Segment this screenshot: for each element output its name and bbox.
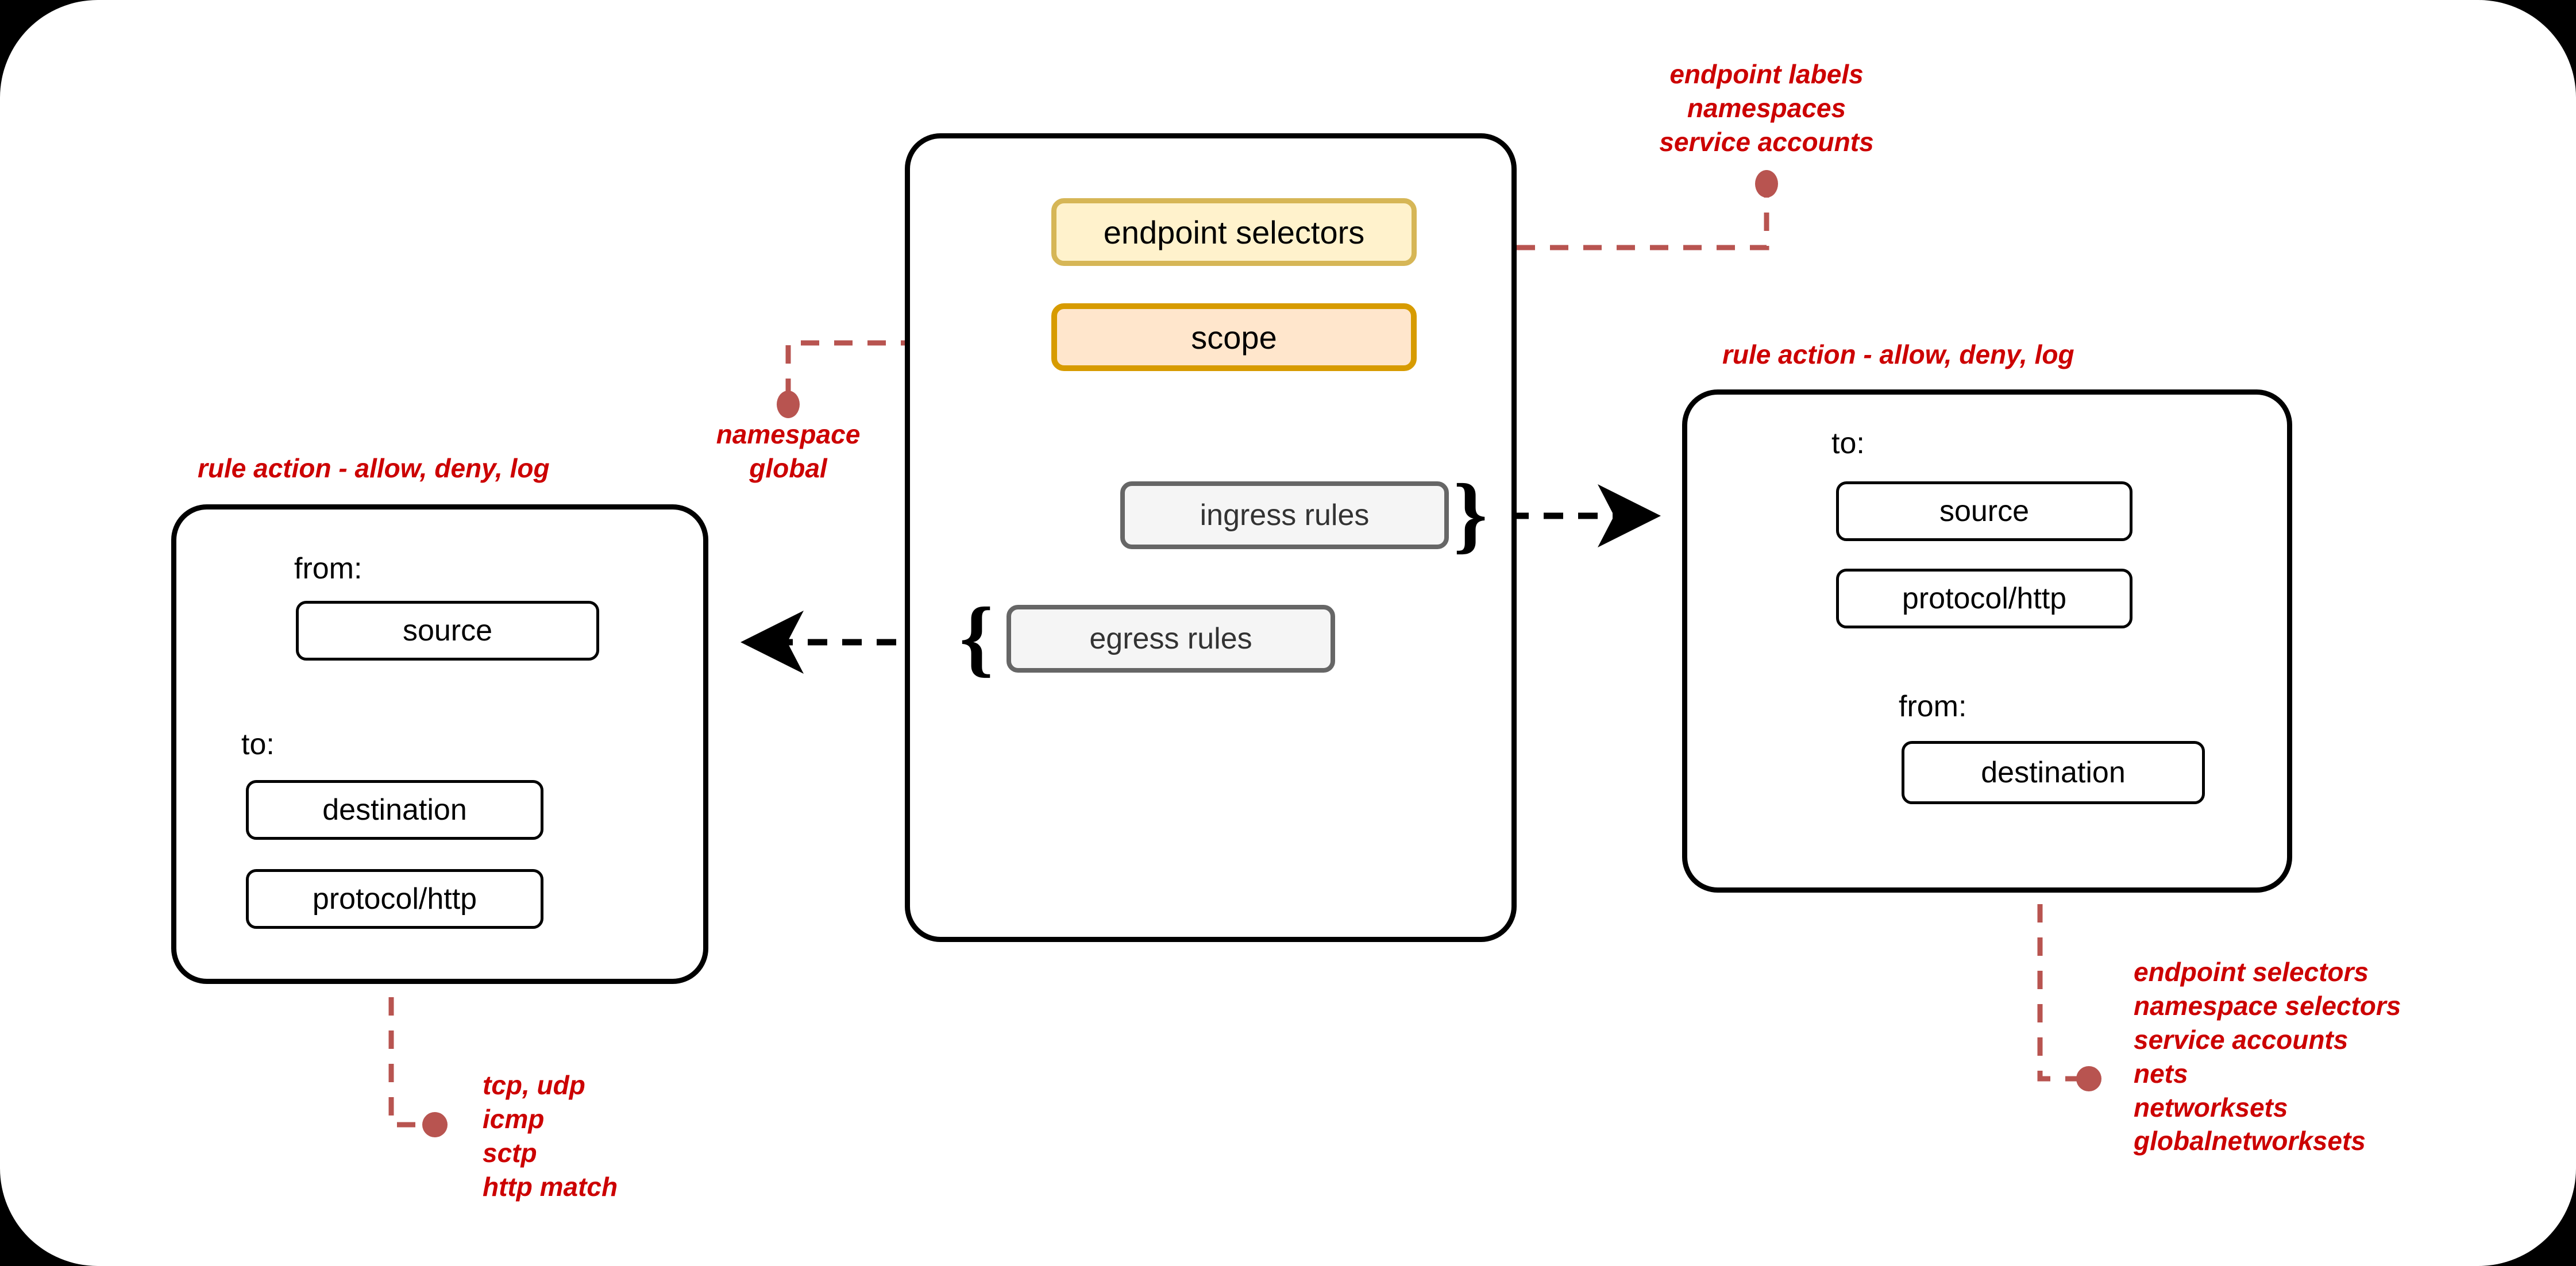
left-protocol-box[interactable]: protocol/http bbox=[246, 869, 543, 929]
annotation-line: icmp bbox=[483, 1103, 545, 1134]
scope-box[interactable]: scope bbox=[1051, 303, 1417, 371]
right-panel-heading: rule action - allow, deny, log bbox=[1722, 339, 2074, 369]
annotation-line: service accounts bbox=[1659, 126, 1874, 157]
annotation-line: sctp bbox=[483, 1137, 537, 1168]
destination-annotation: endpoint selectors namespace selectors s… bbox=[2134, 955, 2547, 1158]
annotation-line: endpoint selectors bbox=[2134, 957, 2369, 987]
right-protocol-box[interactable]: protocol/http bbox=[1836, 569, 2132, 628]
left-from-label: from: bbox=[294, 552, 363, 585]
right-to-label: to: bbox=[1831, 427, 1865, 460]
annotation-line: tcp, udp bbox=[483, 1070, 585, 1100]
egress-brace: { bbox=[959, 590, 994, 685]
annotation-line: namespace bbox=[716, 419, 861, 449]
annotation-line: globalnetworksets bbox=[2134, 1126, 2366, 1156]
endpoint-selectors-annotation: endpoint labels namespaces service accou… bbox=[1603, 57, 1930, 159]
annotation-line: global bbox=[749, 453, 827, 483]
ingress-rules-box[interactable]: ingress rules bbox=[1120, 481, 1449, 549]
annotation-line: namespace selectors bbox=[2134, 990, 2401, 1021]
annotation-line: nets bbox=[2134, 1058, 2188, 1089]
ingress-rule-panel[interactable] bbox=[1682, 389, 2292, 893]
egress-rules-box[interactable]: egress rules bbox=[1007, 605, 1335, 673]
annotation-line: networksets bbox=[2134, 1092, 2288, 1122]
left-source-box[interactable]: source bbox=[296, 601, 599, 661]
annotation-line: service accounts bbox=[2134, 1024, 2349, 1055]
annotation-line: endpoint labels bbox=[1669, 59, 1864, 89]
left-destination-box[interactable]: destination bbox=[246, 780, 543, 840]
annotation-line: http match bbox=[483, 1171, 618, 1202]
scope-annotation: namespace global bbox=[679, 418, 897, 485]
endpoint-selectors-box[interactable]: endpoint selectors bbox=[1051, 198, 1417, 266]
left-to-label: to: bbox=[241, 728, 275, 761]
right-destination-box[interactable]: destination bbox=[1902, 741, 2205, 804]
protocol-annotation: tcp, udp icmp sctp http match bbox=[483, 1068, 753, 1204]
annotation-line: namespaces bbox=[1687, 92, 1846, 123]
right-from-label: from: bbox=[1899, 690, 1967, 723]
right-source-box[interactable]: source bbox=[1836, 481, 2132, 541]
left-panel-heading: rule action - allow, deny, log bbox=[198, 453, 550, 483]
ingress-brace: } bbox=[1453, 466, 1488, 562]
